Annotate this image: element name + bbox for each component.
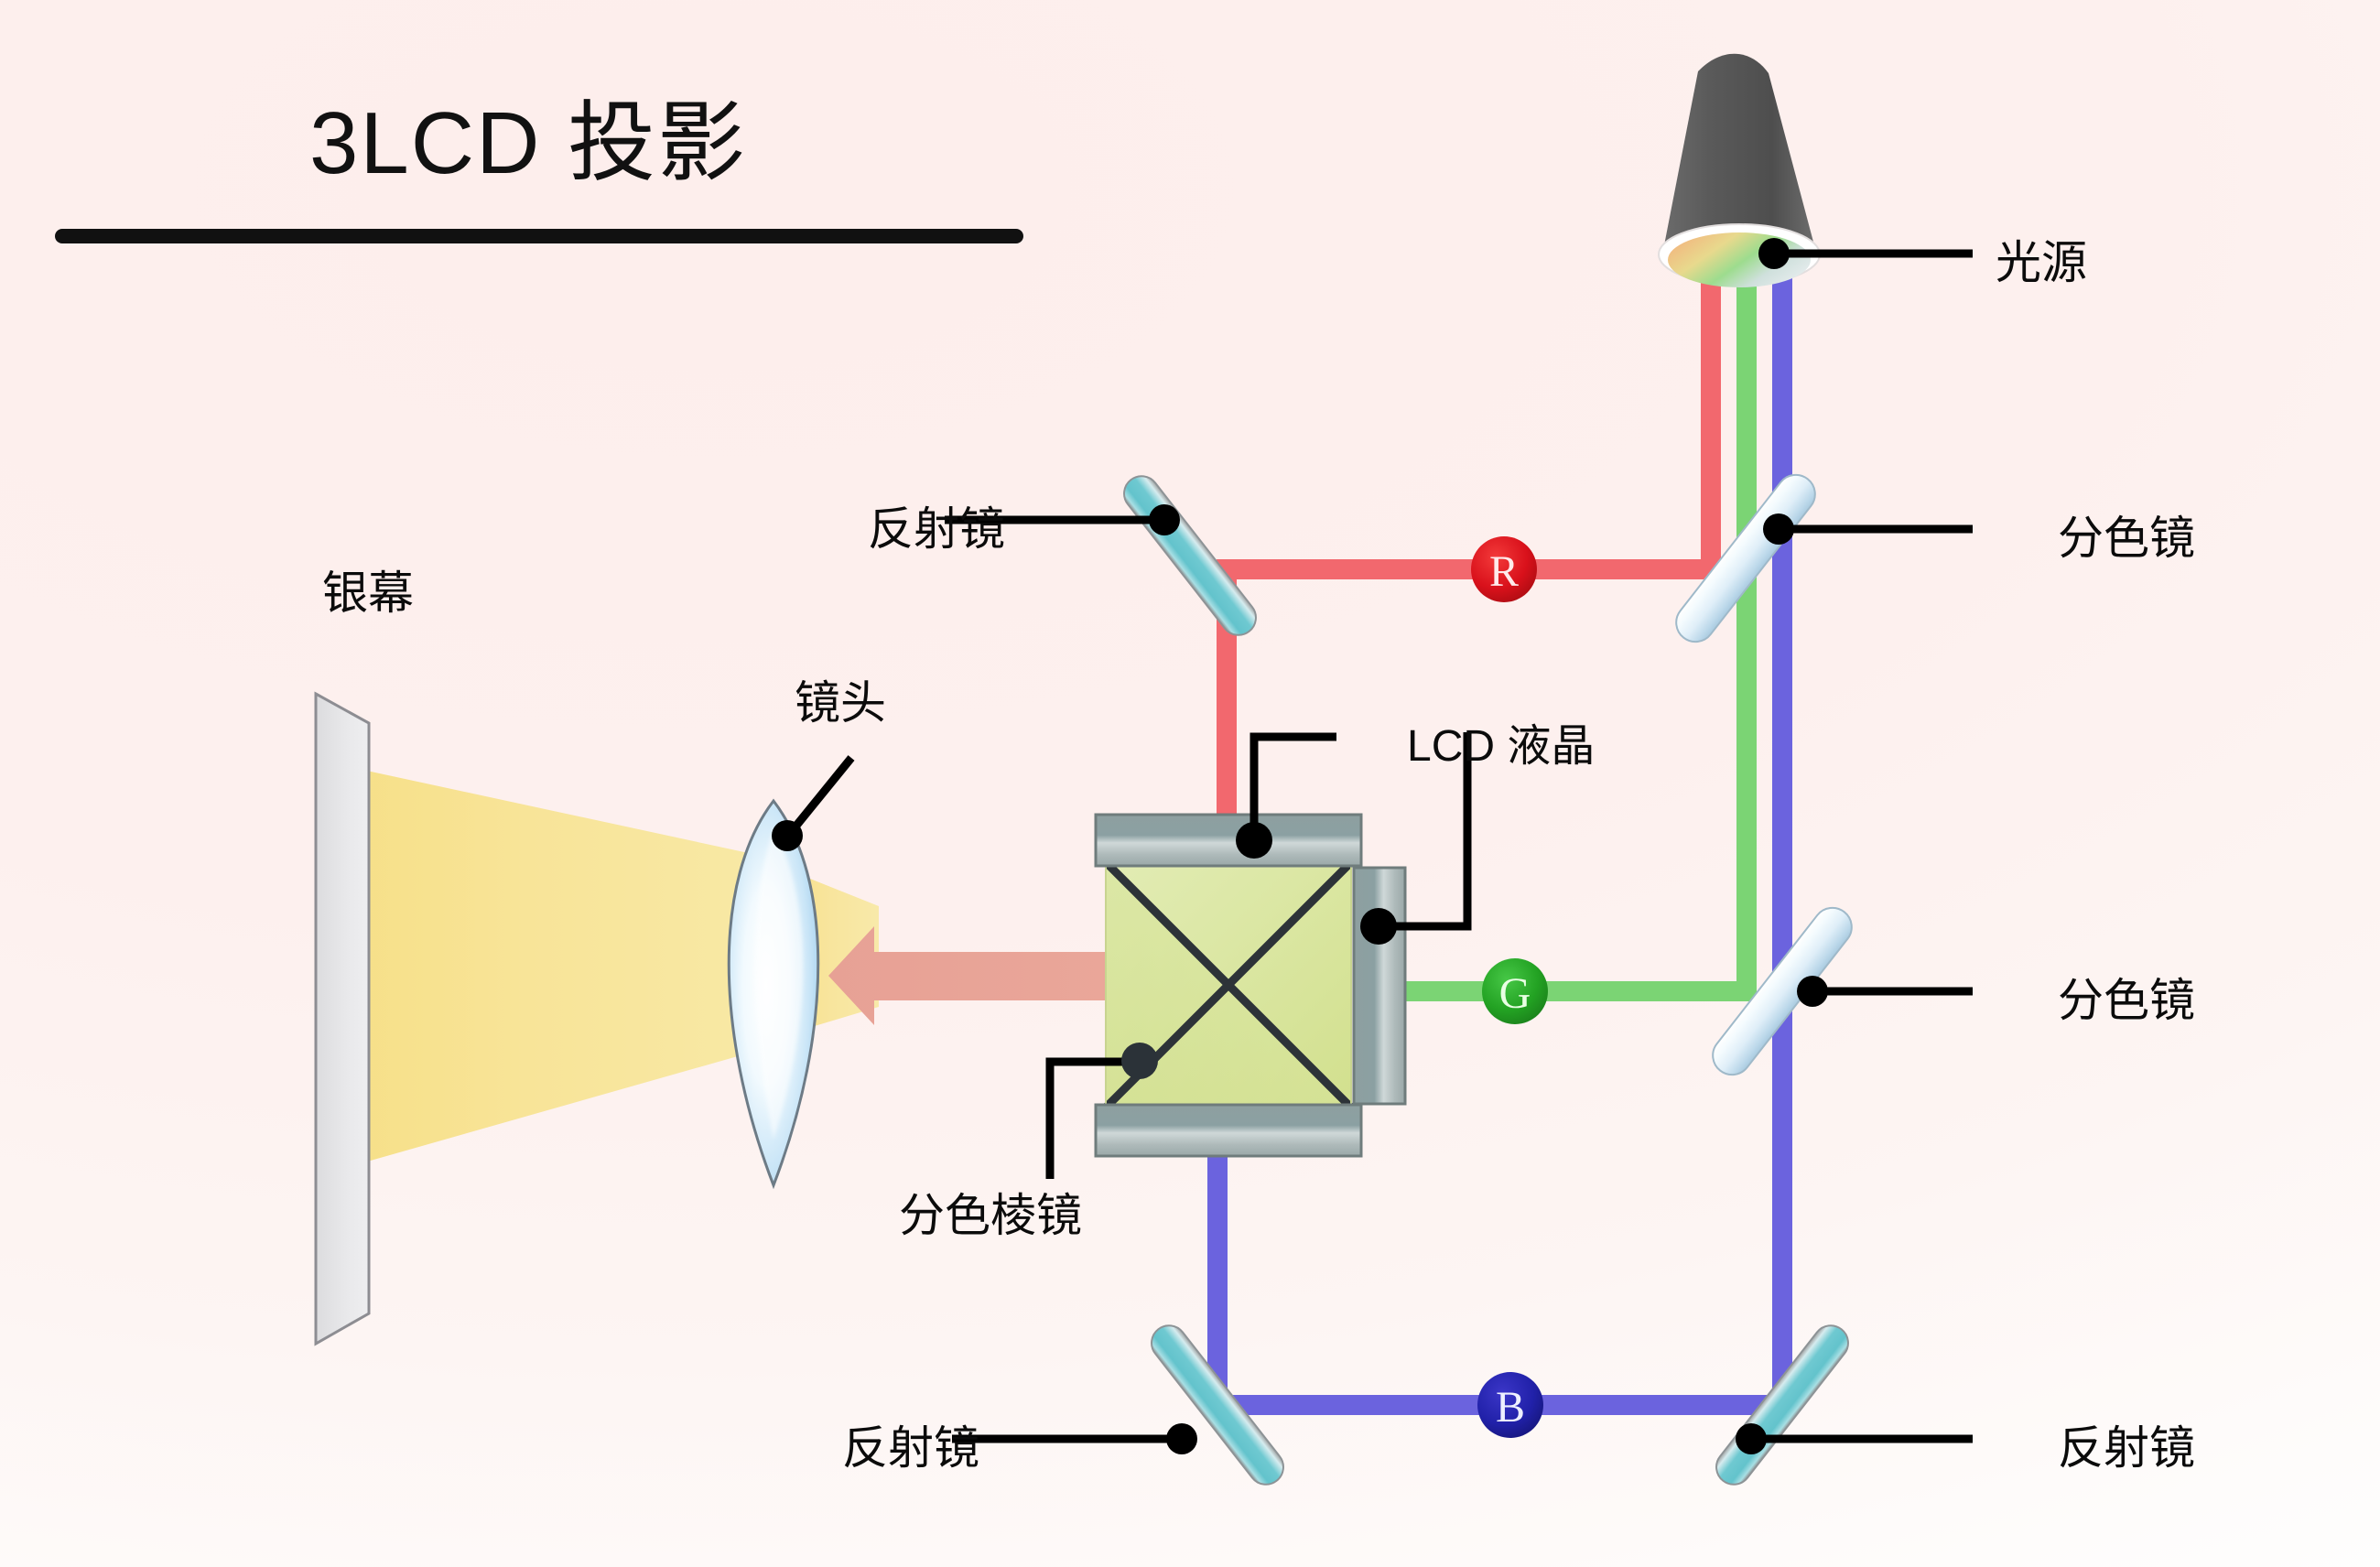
mirror-top-left [1123, 475, 1257, 636]
dichroic-prism-block [1094, 813, 1407, 1158]
badge-red: R [1471, 536, 1537, 602]
leader-lines [784, 249, 1973, 1443]
label-dichroic-mid-right: 分色镜 [2058, 975, 2195, 1026]
label-lens: 镜头 [795, 677, 886, 729]
screen [314, 691, 371, 1346]
leader-lens [784, 755, 855, 838]
badge-green: G [1482, 958, 1548, 1024]
projection-lens [727, 798, 820, 1190]
label-lcd: LCD 液晶 [1407, 722, 1596, 771]
leader-lcd-top [1250, 732, 1336, 839]
badge-green-letter: G [1499, 969, 1531, 1018]
light-direction-arrow [828, 926, 1152, 1025]
page-title: 3LCD 投影 [309, 94, 748, 192]
label-dichroic-top-right: 分色镜 [2058, 513, 2195, 564]
badge-blue-letter: B [1496, 1383, 1525, 1432]
label-light-source: 光源 [1996, 237, 2087, 288]
leader-lcd-right [1379, 732, 1472, 931]
leader-dots [772, 238, 1828, 1454]
label-prism: 分色棱镜 [899, 1190, 1082, 1241]
label-mirror-bottom-left: 反射镜 [842, 1422, 979, 1474]
label-mirror-bottom-right: 反射镜 [2058, 1422, 2195, 1474]
badge-blue: B [1477, 1372, 1543, 1438]
label-mirror-top-left: 反射镜 [868, 503, 1005, 555]
dichroic-mirror-mid-right [1712, 906, 1853, 1076]
light-source-lamp [1658, 53, 1821, 287]
label-screen: 银幕 [322, 567, 414, 619]
leader-prism [1045, 1057, 1138, 1179]
badge-red-letter: R [1489, 547, 1519, 596]
mirror-bottom-left [1151, 1324, 1284, 1486]
beam-red [1217, 275, 1721, 828]
